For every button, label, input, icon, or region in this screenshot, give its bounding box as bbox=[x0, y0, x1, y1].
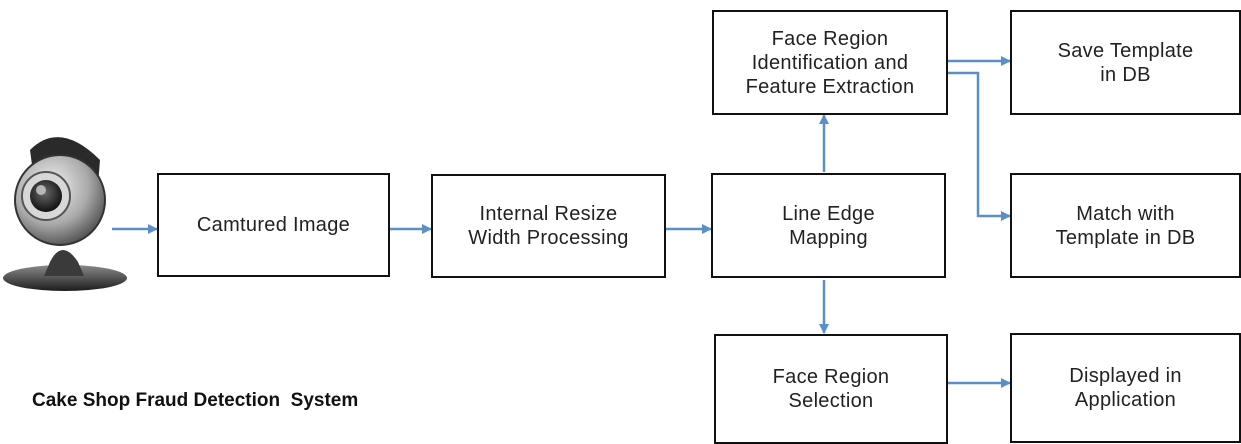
diagram-caption: Cake Shop Fraud Detection System bbox=[32, 390, 359, 411]
node-captured-image: Camtured Image bbox=[157, 173, 390, 277]
node-displayed-in-application: Displayed in Application bbox=[1010, 333, 1241, 443]
node-line-edge-mapping: Line Edge Mapping bbox=[711, 173, 946, 278]
node-internal-resize: Internal Resize Width Processing bbox=[431, 174, 666, 278]
node-feature-extraction: Face Region Identification and Feature E… bbox=[712, 10, 948, 115]
arrow-extraction-to-match bbox=[946, 71, 1011, 221]
node-face-region-selection: Face Region Selection bbox=[714, 334, 948, 444]
node-save-template: Save Template in DB bbox=[1010, 10, 1241, 115]
node-match-template: Match with Template in DB bbox=[1010, 173, 1241, 278]
